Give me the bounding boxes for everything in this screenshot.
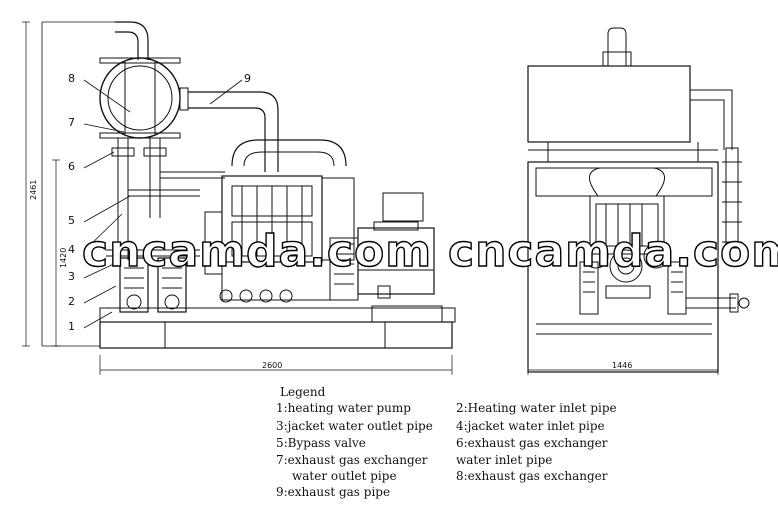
front-view xyxy=(41,21,456,349)
callout-7: 7 xyxy=(68,116,75,129)
dimension-width-front: 2600 xyxy=(262,361,282,370)
legend-item-2: 2:Heating water inlet pipe xyxy=(456,401,617,415)
legend-title: Legend xyxy=(280,385,326,399)
callout-1: 1 xyxy=(68,320,75,333)
callout-8: 8 xyxy=(68,72,75,85)
callout-9: 9 xyxy=(244,72,251,85)
dimension-height-total: 2461 xyxy=(29,180,38,200)
side-view xyxy=(527,27,750,373)
engine-block xyxy=(204,139,359,303)
dimension-height-body: 1420 xyxy=(59,248,68,268)
legend-item-8: 8:exhaust gas exchanger xyxy=(456,469,608,483)
legend-item-3: 3:jacket water outlet pipe xyxy=(276,419,433,433)
legend-item-9: 9:exhaust gas pipe xyxy=(276,485,391,499)
watermark-text-side: cncamda.com xyxy=(448,226,778,277)
callout-2: 2 xyxy=(68,295,75,308)
exhaust-gas-pipe xyxy=(188,91,279,172)
exhaust-gas-exchanger xyxy=(99,57,189,139)
callout-3: 3 xyxy=(68,270,75,283)
watermark-text: cncamda.com xyxy=(82,226,432,277)
legend-item-1: 1:heating water pump xyxy=(276,401,411,415)
legend-item-4: 4:jacket water inlet pipe xyxy=(456,419,605,433)
legend-item-6: 6:exhaust gas exchanger xyxy=(456,436,608,450)
legend-item-7-cont: water outlet pipe xyxy=(292,469,397,483)
generator xyxy=(357,192,435,299)
callout-4: 4 xyxy=(68,243,75,256)
callout-6: 6 xyxy=(68,160,75,173)
dimension-width-side: 1446 xyxy=(612,361,632,370)
legend-item-6-cont: water inlet pipe xyxy=(456,453,553,467)
legend-item-7: 7:exhaust gas exchanger xyxy=(276,453,428,467)
heating-water-pumps xyxy=(106,249,200,313)
callout-5: 5 xyxy=(68,214,75,227)
legend-item-5: 5:Bypass valve xyxy=(276,436,366,450)
